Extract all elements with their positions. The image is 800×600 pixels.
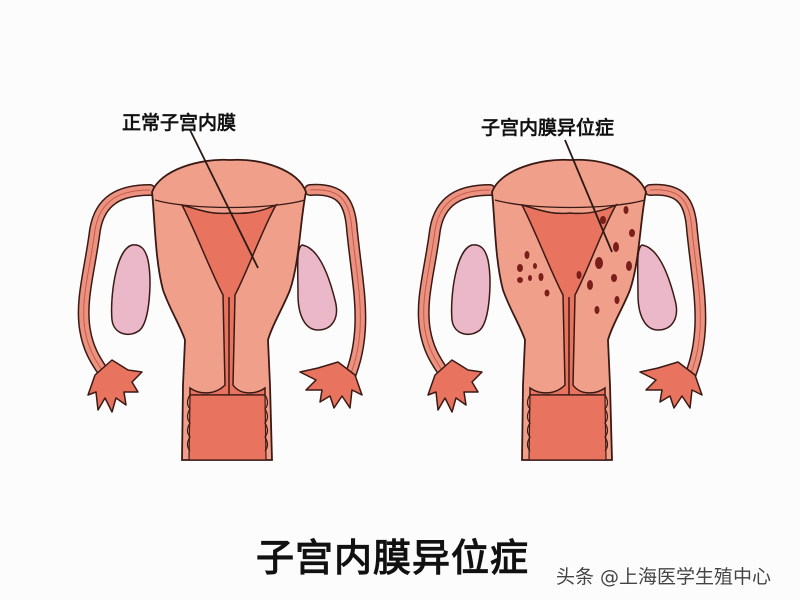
endometriosis-label: 子宫内膜异位症 bbox=[481, 117, 615, 139]
endometriosis-pointer-line bbox=[564, 139, 613, 253]
normal-endometrium-label: 正常子宫内膜 bbox=[122, 112, 237, 134]
normal-pointer-line bbox=[189, 129, 259, 269]
lesion-spots bbox=[517, 206, 635, 314]
normal-uterus-figure bbox=[84, 129, 362, 460]
diagram-title: 子宫内膜异位症 bbox=[256, 536, 530, 580]
watermark: 头条 @上海医学生殖中心 bbox=[556, 566, 772, 588]
endometriosis-uterus-figure bbox=[424, 139, 702, 460]
